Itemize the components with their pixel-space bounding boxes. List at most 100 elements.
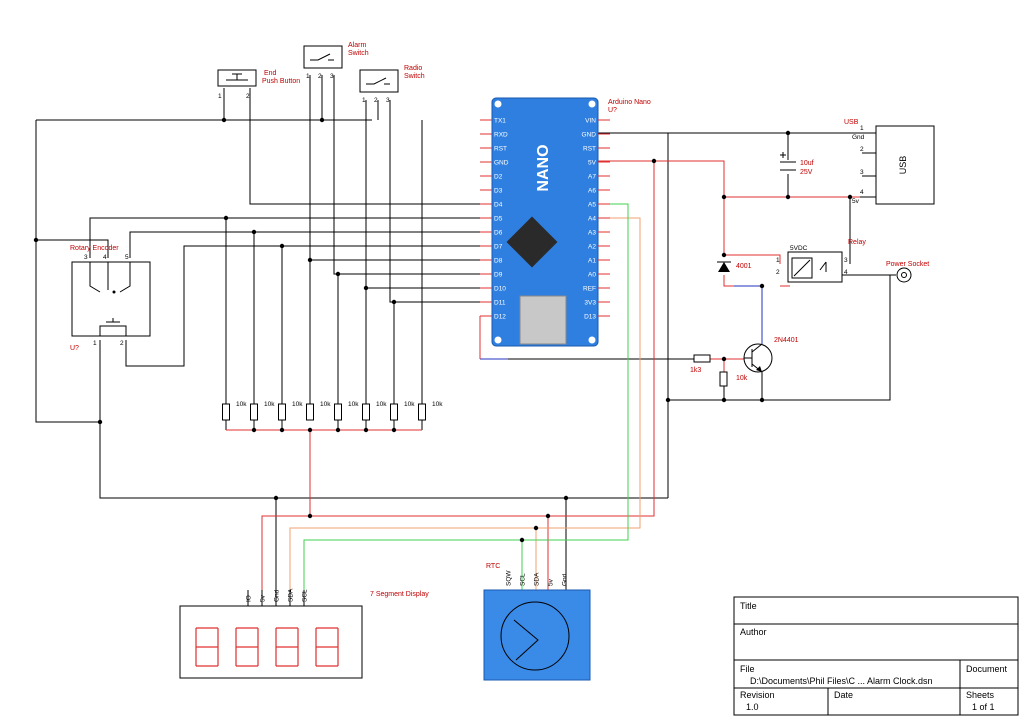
arduino-nano: NANO TX1RXDRSTGNDD2D3D4D5D6D7D8D9D10D11D… <box>480 97 651 347</box>
segment-digit-4 <box>315 627 339 667</box>
arduino-right-pin-a7: A7 <box>588 174 596 181</box>
arduino-left-pin-d9: D9 <box>494 272 503 279</box>
arduino-right-pin-a5: A5 <box>588 202 596 209</box>
base-resistor-value: 1k3 <box>690 367 701 374</box>
arduino-left-pin-rst: RST <box>494 146 507 153</box>
resistor-7 <box>390 403 398 421</box>
diode-label: 4001 <box>736 263 752 270</box>
resistor-3 <box>278 403 286 421</box>
rotary-encoder-ref: U? <box>70 345 79 352</box>
resistor-1 <box>222 403 230 421</box>
arduino-label: Arduino Nano <box>608 99 651 106</box>
alarm-switch-pin2: 2 <box>318 73 322 80</box>
alarm-switch-label2: Switch <box>348 50 369 57</box>
sheets-value: 1 of 1 <box>972 702 995 712</box>
resistor-6-value: 10k <box>376 401 387 408</box>
usb-connector: USB USB 1 Gnd 2 3 4 5v <box>844 119 935 205</box>
relay: 5VDC Relay 1 2 3 4 <box>776 239 866 283</box>
resistor-8 <box>418 403 426 421</box>
usb-pin2: 2 <box>860 146 864 153</box>
arduino-right-pin-a3: A3 <box>588 230 596 237</box>
encoder-pin4: 4 <box>103 254 107 261</box>
power-socket: Power Socket <box>886 261 929 283</box>
diode: 4001 <box>717 261 752 272</box>
arduino-ref: U? <box>608 107 617 114</box>
resistor-2 <box>250 403 258 421</box>
file-label: File <box>740 664 755 674</box>
display-pin-scl: SCL <box>302 589 309 602</box>
capacitor: 10uf 25V <box>780 152 814 176</box>
rtc-pin-gnd: Gnd <box>562 573 569 586</box>
radio-switch-pin3: 3 <box>386 97 390 104</box>
arduino-left-pin-tx1: TX1 <box>494 118 506 125</box>
author-label: Author <box>740 627 767 637</box>
display-pin-io: IO <box>246 595 253 602</box>
title-block: Title Author File D:\Documents\Phil File… <box>733 596 1019 716</box>
resistor-3-value: 10k <box>292 401 303 408</box>
radio-switch: 1 2 3 Radio Switch <box>359 65 425 104</box>
segment-digit-3 <box>275 627 299 667</box>
base-resistor: 1k3 <box>690 354 711 374</box>
date-label: Date <box>834 690 853 700</box>
alarm-switch: 1 2 3 Alarm Switch <box>303 42 369 80</box>
arduino-logo: NANO <box>535 144 552 191</box>
resistor-4-value: 10k <box>320 401 331 408</box>
arduino-left-pin-d10: D10 <box>494 286 506 293</box>
resistor-1-value: 10k <box>236 401 247 408</box>
radio-switch-pin1: 1 <box>362 97 366 104</box>
resistor-8-value: 10k <box>432 401 443 408</box>
revision-label: Revision <box>740 690 775 700</box>
display-pin-gnd: Gnd <box>274 589 281 602</box>
display-label: 7 Segment Display <box>370 591 429 598</box>
end-push-button: 1 2 End Push Button <box>217 69 300 100</box>
segment-digit-1 <box>195 627 219 667</box>
arduino-right-pin-a2: A2 <box>588 244 596 251</box>
usb-pin1-name: Gnd <box>852 134 865 141</box>
rotary-encoder-label: Rotary Encoder <box>70 245 119 252</box>
transistor-label: 2N4401 <box>774 337 799 344</box>
encoder-pin1: 1 <box>93 340 97 347</box>
rtc-label: RTC <box>486 563 500 570</box>
junction-dots <box>33 117 853 543</box>
rtc-pin-5v: 5v <box>548 578 555 586</box>
arduino-right-pin-a6: A6 <box>588 188 596 195</box>
usb-box-label: USB <box>898 156 908 175</box>
arduino-right-pin-3v3: 3V3 <box>584 300 596 307</box>
arduino-right-pin-rst: RST <box>583 146 596 153</box>
arduino-left-pin-d2: D2 <box>494 174 503 181</box>
document-label: Document <box>966 664 1008 674</box>
end-button-label: End <box>264 70 277 77</box>
arduino-left-pin-d7: D7 <box>494 244 503 251</box>
file-value: D:\Documents\Phil Files\C ... Alarm Cloc… <box>750 676 933 686</box>
arduino-left-pin-d4: D4 <box>494 202 503 209</box>
resistor-5-value: 10k <box>348 401 359 408</box>
arduino-right-pin-vin: VIN <box>585 118 596 125</box>
radio-switch-label: Radio <box>404 65 422 72</box>
radio-switch-label2: Switch <box>404 73 425 80</box>
arduino-right-pin-d13: D13 <box>584 314 596 321</box>
encoder-pin5: 5 <box>125 254 129 261</box>
alarm-switch-pin1: 1 <box>306 73 310 80</box>
end-button-pin2: 2 <box>246 93 250 100</box>
end-button-label2: Push Button <box>262 78 300 85</box>
resistor-4 <box>306 403 314 421</box>
arduino-right-pin-gnd: GND <box>582 132 597 139</box>
arduino-right-pin-5v: 5V <box>588 160 597 167</box>
wires-black <box>35 75 896 590</box>
resistor-2-value: 10k <box>264 401 275 408</box>
sheets-label: Sheets <box>966 690 995 700</box>
relay-pin2: 2 <box>776 269 780 276</box>
transistor: 2N4401 <box>743 337 799 373</box>
capacitor-voltage: 25V <box>800 169 813 176</box>
usb-pin1: 1 <box>860 125 864 132</box>
arduino-left-pin-d6: D6 <box>494 230 503 237</box>
end-button-pin1: 1 <box>218 93 222 100</box>
power-socket-label: Power Socket <box>886 261 929 268</box>
pulldown-resistor-value: 10k <box>736 375 748 382</box>
capacitor-value: 10uf <box>800 160 814 167</box>
arduino-left-pin-d12: D12 <box>494 314 506 321</box>
